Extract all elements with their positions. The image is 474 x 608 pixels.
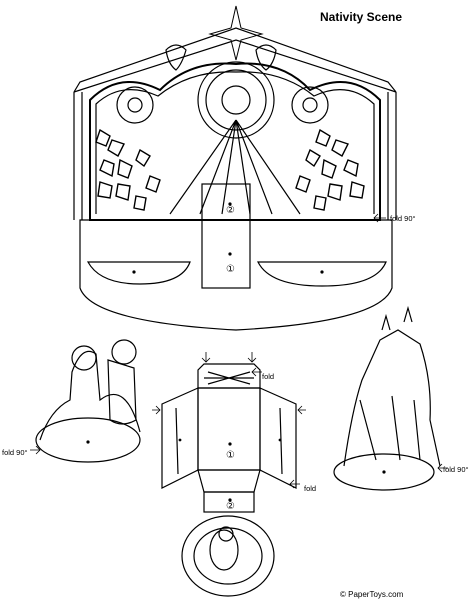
marker-1-stable: ① [226,264,235,275]
fold-label-manger-bottom: fold [304,484,317,493]
holy-family-figure [35,339,141,463]
marker-2-manger: ② [226,501,235,512]
angel-left [165,44,187,71]
stained-glass [95,128,365,211]
page-title: Nativity Scene [320,10,403,24]
stable-backdrop [73,27,397,221]
credit-text: © PaperToys.com [340,590,404,599]
stable-floor [79,183,393,331]
registration-dots [86,202,386,502]
angel-right [255,44,277,71]
marker-1-manger: ① [226,450,235,461]
baby-jesus-figure [181,515,275,597]
marker-2-stable: ② [226,205,235,216]
fold-label-stable: fold 90° [390,214,416,223]
fold-label-holy-family: fold 90° [2,448,28,457]
fold-arrows [30,213,448,489]
manger-net [161,363,297,513]
fold-label-wise-men: fold 90° [443,465,469,474]
fold-label-manger-top: fold [262,372,275,381]
star-of-bethlehem [208,5,264,61]
wise-men-figure [333,305,441,491]
